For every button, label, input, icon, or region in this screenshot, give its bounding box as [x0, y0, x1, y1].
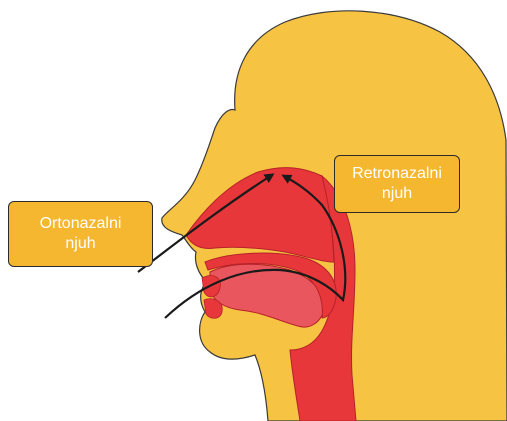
orthonasal-label-line1: Ortonazalni — [40, 214, 122, 234]
retronasal-label: Retronazalni njuh — [334, 155, 460, 213]
retronasal-label-line2: njuh — [382, 184, 412, 204]
retronasal-label-line1: Retronazalni — [352, 164, 442, 184]
orthonasal-label-line2: njuh — [65, 234, 95, 254]
orthonasal-label: Ortonazalni njuh — [8, 201, 153, 267]
